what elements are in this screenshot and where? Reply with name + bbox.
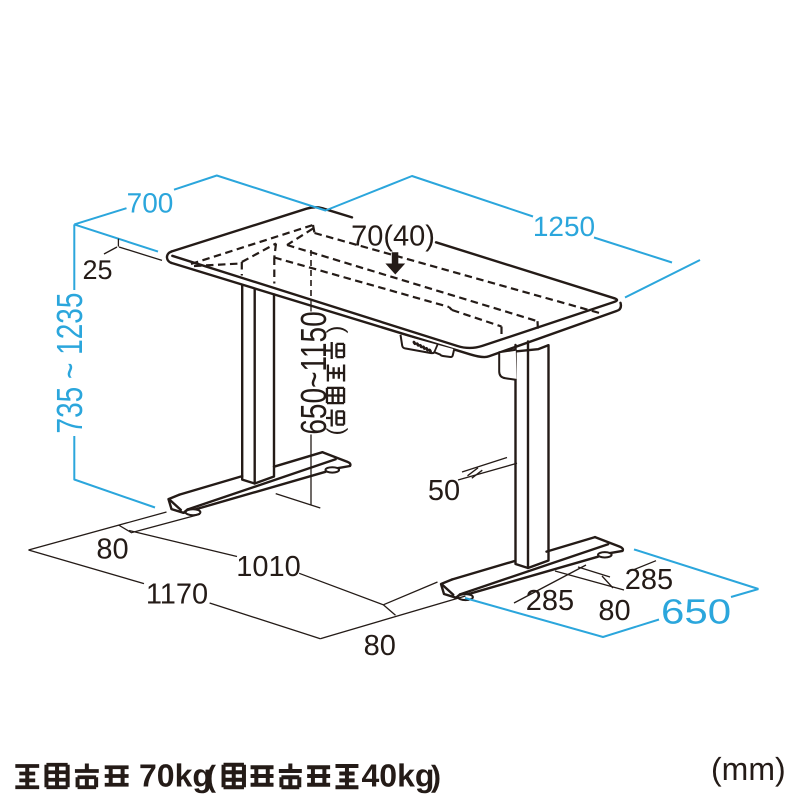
svg-text:1250: 1250: [533, 211, 595, 242]
svg-text:1010: 1010: [236, 551, 301, 583]
svg-text:80: 80: [364, 630, 396, 662]
svg-text:(: (: [206, 761, 216, 794]
svg-text:70kg: 70kg: [139, 758, 212, 794]
svg-text:80: 80: [598, 595, 630, 627]
svg-text:285: 285: [625, 564, 673, 596]
svg-text:80: 80: [96, 534, 128, 566]
svg-text:285: 285: [526, 585, 574, 617]
svg-text:): ): [322, 326, 348, 334]
svg-text:650: 650: [661, 593, 731, 632]
svg-text:1170: 1170: [146, 579, 208, 611]
svg-text:25: 25: [82, 255, 112, 285]
svg-text:40kg: 40kg: [362, 758, 435, 794]
svg-text:735 ~ 1235: 735 ~ 1235: [49, 293, 89, 434]
svg-text:650~1150: 650~1150: [293, 311, 333, 434]
svg-text:50: 50: [428, 475, 460, 507]
svg-text:(: (: [322, 427, 348, 435]
svg-text:): ): [431, 761, 441, 794]
svg-text:700: 700: [127, 188, 174, 219]
svg-text:70(40): 70(40): [351, 221, 435, 253]
svg-text:(mm): (mm): [711, 751, 786, 787]
